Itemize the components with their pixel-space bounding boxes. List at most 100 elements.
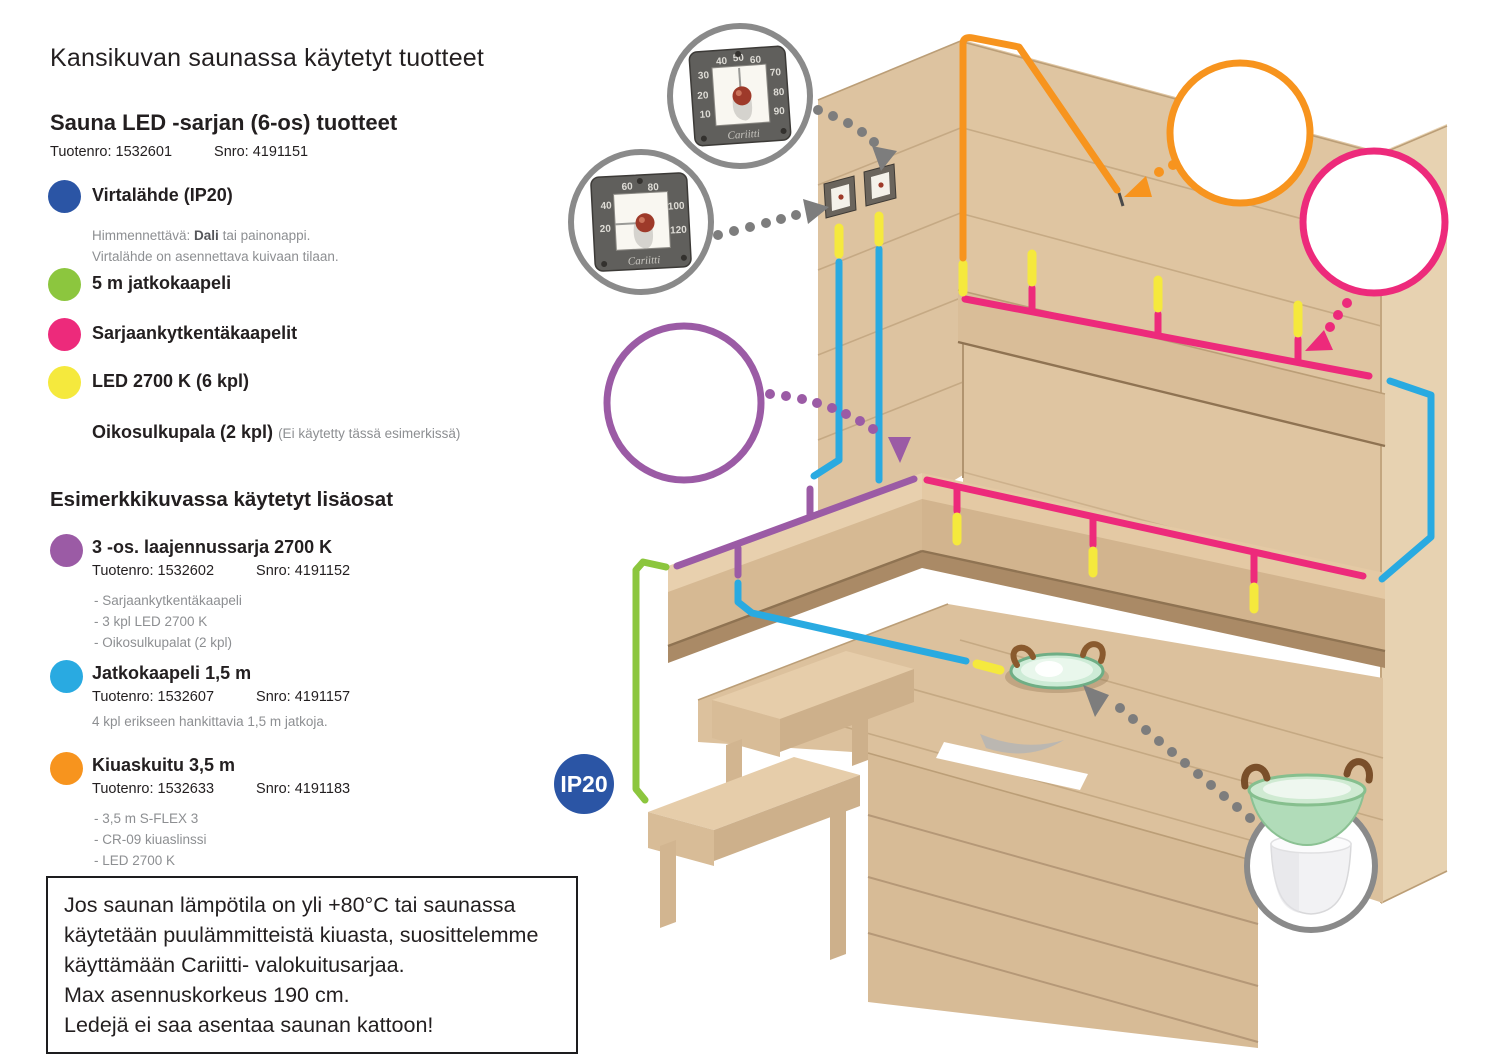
svg-text:70: 70	[770, 67, 782, 79]
gauge-knob	[732, 86, 752, 106]
legend-note-dimmable: Himmennettävä: Dali tai painonappi.	[92, 228, 310, 243]
ip20-badge: IP20	[554, 754, 614, 814]
series-cables-pink	[923, 284, 1373, 585]
svg-text:80: 80	[647, 182, 659, 194]
scoop	[980, 734, 1064, 754]
legend-label-stove-fiber: Kiuaskuitu 3,5 m	[92, 755, 236, 775]
warning-line: Max asennuskorkeus 190 cm.	[64, 983, 350, 1007]
note-suffix: tai painonappi.	[218, 228, 311, 243]
gray-arrowhead	[1083, 685, 1109, 717]
bullet: - 3,5 m S-FLEX 3	[94, 811, 199, 826]
svg-text:90: 90	[773, 106, 785, 118]
front-panel	[868, 753, 1258, 1048]
svg-text:40: 40	[600, 200, 612, 212]
expansion-tuotenro: Tuotenro: 1532602	[92, 563, 215, 579]
cables	[632, 34, 1435, 804]
upper-bench-main	[922, 473, 1385, 601]
legend-dot-series-cables	[48, 318, 81, 351]
callout-bowl-light	[1241, 758, 1378, 933]
svg-text:40: 40	[716, 56, 728, 68]
ip20-circle	[554, 754, 614, 814]
gauge-knob	[635, 213, 655, 233]
legend-dot-led	[48, 366, 81, 399]
callout-series-install	[1299, 147, 1449, 297]
note-bold: Dali	[194, 228, 219, 243]
svg-text:50: 50	[732, 53, 744, 65]
extension15-snro: Snro: 4191157	[256, 689, 351, 705]
stove-fiber-bullets: - 3,5 m S-FLEX 3 - CR-09 kiuaslinssi - L…	[94, 808, 207, 871]
kit-snro: Snro: 4191151	[214, 144, 309, 160]
svg-text:60: 60	[621, 181, 633, 193]
stove-fiber-product-codes: Tuotenro: 1532633 Snro: 4191183	[92, 781, 350, 797]
extension-cables-cyan	[734, 245, 1435, 665]
bullet: - CR-09 kiuaslinssi	[94, 832, 207, 847]
callout-humidity-gauge: 40 50 60 30 70 20 80 10 90 Cariitti	[667, 23, 813, 169]
gray-arrowhead	[872, 146, 897, 171]
warning-line: käytetään puulämmitteistä kiuasta, suosi…	[64, 923, 539, 947]
sauna-structure	[648, 39, 1448, 1048]
purple-arrowhead	[888, 437, 911, 463]
ip20-label: IP20	[560, 771, 607, 797]
kit-product-codes: Tuotenro: 1532601 Snro: 4191151	[50, 144, 308, 160]
stove-fiber-snro: Snro: 4191183	[256, 781, 351, 797]
extension15-note: 4 kpl erikseen hankittavia 1,5 m jatkoja…	[92, 714, 328, 729]
upper-bench-front-board-wing	[668, 499, 922, 646]
left-wall	[818, 40, 963, 562]
callout-connectors	[603, 322, 765, 484]
svg-text:120: 120	[670, 225, 688, 237]
pointer-bowl-light	[1083, 685, 1255, 823]
bullet: - 3 kpl LED 2700 K	[94, 614, 208, 629]
svg-text:30: 30	[698, 70, 710, 82]
wall-gauges	[823, 163, 897, 219]
legend-dot-15m-extension	[50, 660, 83, 693]
bullet: - LED 2700 K	[94, 853, 176, 868]
legend-dot-power-supply	[48, 180, 81, 213]
orange-arrowhead	[1124, 176, 1152, 197]
expansion-bullets: - Sarjaankytkentäkaapeli - 3 kpl LED 270…	[94, 590, 242, 653]
warning-line: käyttämään Cariitti- valokuitusarjaa.	[64, 953, 405, 977]
pointer-temperature-gauge	[713, 199, 829, 240]
warning-line: Ledejä ei saa asentaa saunan kattoon!	[64, 1013, 434, 1037]
right-wall	[1381, 124, 1447, 904]
legend-label-expansion-set: 3 -os. laajennussarja 2700 K	[92, 537, 333, 557]
step-bench-lower	[648, 757, 860, 960]
warning-box: Jos saunan lämpötila on yli +80°C tai sa…	[46, 876, 578, 1054]
legend-label-series-cables: Sarjaankytkentäkaapelit	[92, 323, 298, 343]
pointer-series-install	[1305, 298, 1352, 351]
connector-female	[705, 398, 759, 418]
under-bench-shadow	[668, 551, 1385, 668]
extension15-tuotenro: Tuotenro: 1532607	[92, 689, 215, 705]
callout-fiber-fitting	[1166, 59, 1314, 207]
stove-fiber-cable-orange	[959, 34, 1125, 262]
legend-dot-stove-fiber	[50, 752, 83, 785]
nail	[1361, 157, 1368, 175]
svg-text:20: 20	[599, 224, 611, 236]
legend-dot-5m-extension	[48, 268, 81, 301]
pointer-connectors	[765, 389, 911, 463]
note-prefix: Himmennettävä:	[92, 228, 195, 243]
pointer-fiber-fitting	[1124, 152, 1192, 197]
step-bench-upper	[712, 651, 914, 812]
liner-bucket	[1270, 834, 1352, 915]
kit-tuotenro: Tuotenro: 1532601	[50, 144, 173, 160]
upper-bench-wing	[668, 473, 922, 594]
connector-male	[609, 379, 668, 410]
brand-signature: Cariitti	[727, 128, 760, 142]
legend-label-15m-extension: Jatkokaapeli 1,5 m	[92, 663, 252, 683]
pointer-humidity-gauge	[813, 105, 897, 171]
led-lights-yellow	[834, 211, 1303, 675]
shortcircuit-label: Oikosulkupala (2 kpl)	[92, 422, 274, 442]
svg-text:80: 80	[773, 87, 785, 99]
bowl-handle-right	[1080, 641, 1106, 664]
wall-gauge-1	[823, 175, 857, 219]
bowl-handle-left	[1010, 644, 1036, 668]
legend-note-dry-space: Virtalähde on asennettava kuivaan tilaan…	[92, 249, 339, 264]
bench-bowl-light	[1005, 641, 1109, 693]
power-cable-green	[632, 558, 670, 804]
brand-signature: Cariitti	[628, 254, 661, 268]
dotted-pointers	[713, 105, 1352, 823]
lower-bench-top	[698, 604, 1383, 903]
stove-fiber-tuotenro: Tuotenro: 1532633	[92, 781, 215, 797]
pink-arrowhead	[1305, 330, 1333, 351]
fiber-black-cable	[1180, 65, 1248, 112]
